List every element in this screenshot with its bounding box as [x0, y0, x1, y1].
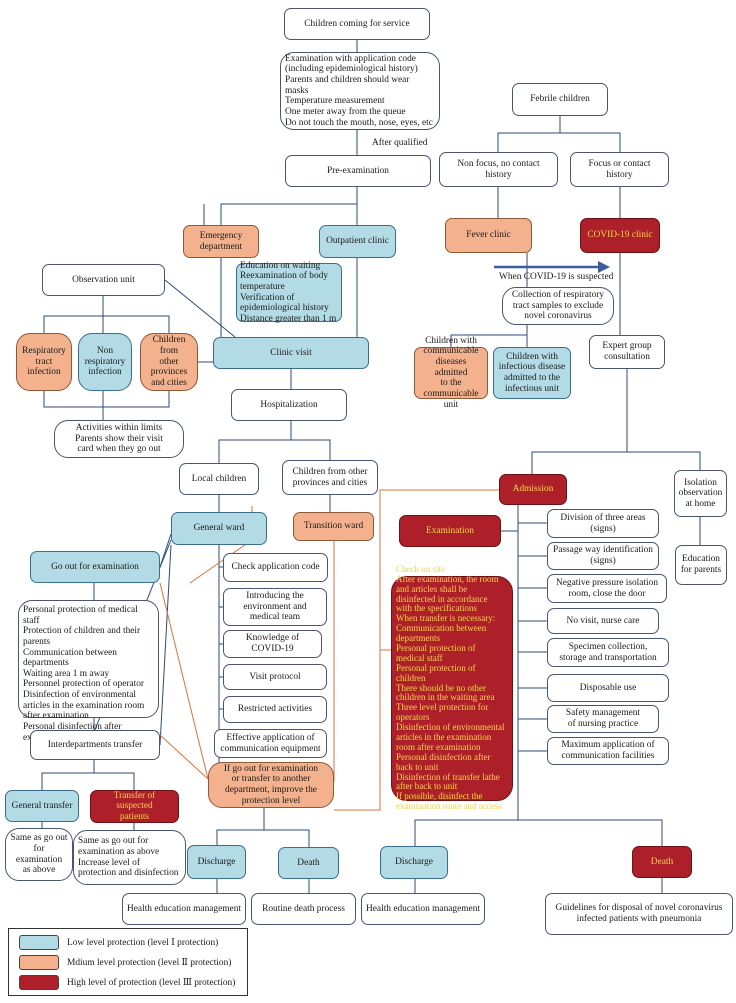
- legend-swatch-medium: [19, 955, 59, 970]
- connector-line: [43, 296, 104, 333]
- node-collection-samples: Collection of respiratory tract samples …: [502, 287, 614, 325]
- connector-line: [264, 829, 310, 847]
- node-check-application-code: Check application code: [223, 553, 328, 582]
- node-same-as-go-out: Same as go out for examination as above: [5, 828, 73, 881]
- node-local-children: Local children: [179, 463, 259, 495]
- node-health-education-1: Health education management: [122, 893, 246, 925]
- node-activities: Activities within limits Parents show th…: [54, 420, 184, 458]
- node-isolation-home: Isolation observation at home: [674, 470, 727, 517]
- node-education-waiting: Education on waiting Reexamination of bo…: [236, 261, 342, 324]
- node-specimen-collection: Specimen collection, storage and transpo…: [547, 638, 669, 667]
- node-safety-management: Safety management of nursing practice: [547, 705, 659, 733]
- connector-line: [164, 279, 236, 338]
- connector-line: [627, 451, 701, 470]
- connector-line: [560, 132, 621, 152]
- node-general-transfer: General transfer: [5, 790, 79, 822]
- node-transition-ward: Transition ward: [293, 512, 374, 541]
- node-covid19-clinic: COVID-19 clinic: [580, 218, 660, 253]
- node-examination: Examination: [399, 515, 501, 547]
- connector-line: [518, 819, 663, 846]
- node-education-parents: Education for parents: [675, 545, 727, 585]
- node-death-2: Death: [632, 846, 692, 878]
- node-hospitalization: Hospitalization: [231, 389, 347, 421]
- legend-swatch-high: [19, 975, 59, 990]
- node-non-focus: Non focus, no contact history: [439, 152, 558, 187]
- node-children-coming: Children coming for service: [284, 8, 430, 40]
- connector-line: [497, 116, 561, 152]
- node-interdepartments-transfer: Interdepartments transfer: [30, 730, 160, 760]
- node-if-go-out: If go out for examination or transfer to…: [208, 762, 334, 808]
- node-restricted-activities: Restricted activities: [223, 696, 327, 723]
- node-routine-death: Routine death process: [251, 893, 356, 925]
- legend: Low level protection (level Ⅰ protection…: [8, 928, 248, 996]
- node-febrile-children: Febrile children: [512, 83, 608, 116]
- connector-line: [218, 421, 292, 463]
- connector-line: [41, 760, 95, 790]
- label-after-qualified: After qualified: [372, 138, 428, 148]
- node-guidelines: Guidelines for disposal of novel coronav…: [545, 893, 733, 935]
- node-non-respiratory-infection: Non respiratory infection: [78, 333, 132, 391]
- node-no-visit: No visit, nurse care: [547, 608, 659, 634]
- connector-line: [414, 819, 518, 846]
- connector-line-orange: [159, 582, 209, 780]
- node-negative-pressure: Negative pressure isolation room, close …: [547, 574, 667, 603]
- connector-line: [103, 315, 170, 333]
- node-focus-contact: Focus or contact history: [570, 152, 669, 187]
- node-exam-application-code: Examination with application code (inclu…: [280, 52, 440, 130]
- node-passage-way: Passage way identification (signs): [547, 542, 659, 570]
- node-knowledge-covid19: Knowledge of COVID-19: [223, 630, 322, 658]
- node-infectious-disease: Children with infectious disease admitte…: [493, 347, 571, 399]
- node-emergency-department: Emergency department: [183, 225, 259, 258]
- node-discharge-2: Discharge: [380, 846, 448, 879]
- node-same-as-go-out-2: Same as go out for examination as above …: [73, 830, 186, 885]
- legend-item-high: High level of protection (level Ⅲ protec…: [19, 974, 235, 991]
- node-effective-application: Effective application of communication e…: [214, 729, 327, 758]
- node-personal-protection-list: Personal protection of medical staff Pro…: [18, 600, 159, 743]
- node-respiratory-infection: Respiratory tract infection: [16, 333, 72, 391]
- node-children-other-provinces-small: Children from other provinces and cities: [140, 333, 198, 391]
- node-check-on-site: Check on site After examination, the roo…: [391, 564, 513, 811]
- node-death-1: Death: [278, 847, 339, 879]
- connector-line: [159, 544, 172, 746]
- node-outpatient-clinic: Outpatient clinic: [319, 225, 396, 258]
- node-general-ward: General ward: [171, 512, 267, 545]
- node-observation-unit: Observation unit: [42, 264, 165, 296]
- node-fever-clinic: Fever clinic: [445, 218, 532, 253]
- node-transfer-suspected: Transfer of suspected patients: [90, 790, 179, 823]
- node-expert-consultation: Expert group consultation: [589, 335, 665, 369]
- connector-line: [159, 533, 172, 568]
- legend-item-medium: Mdium level protection (level Ⅱ protecti…: [19, 954, 231, 971]
- label-when-covid-suspected: When COVID-19 is suspected: [499, 272, 614, 282]
- node-admission: Admission: [499, 474, 567, 505]
- connector-line-orange: [159, 734, 209, 780]
- legend-swatch-low: [19, 935, 59, 950]
- node-discharge-1: Discharge: [187, 845, 246, 879]
- connector-line: [43, 391, 170, 408]
- node-health-education-2: Health education management: [361, 893, 485, 925]
- node-disposable-use: Disposable use: [547, 674, 669, 702]
- connector-line: [291, 439, 331, 460]
- legend-item-low: Low level protection (level Ⅰ protection…: [19, 934, 218, 951]
- node-children-other-provinces: Children from other provinces and cities: [282, 460, 378, 495]
- node-go-out-examination: Go out for examination: [30, 551, 160, 583]
- node-division-three-areas: Division of three areas (signs): [547, 509, 659, 538]
- connector-line: [220, 187, 358, 225]
- node-pre-examination: Pre-examination: [285, 155, 431, 187]
- node-clinic-visit: Clinic visit: [213, 337, 369, 369]
- node-communicable-diseases: Children with communicable diseases admi…: [414, 336, 488, 410]
- node-visit-protocol: Visit protocol: [223, 664, 327, 690]
- connector-line: [94, 772, 135, 790]
- node-max-application: Maximum application of communication fac…: [547, 737, 669, 765]
- node-introducing-environment: Introducing the environment and medical …: [223, 588, 327, 626]
